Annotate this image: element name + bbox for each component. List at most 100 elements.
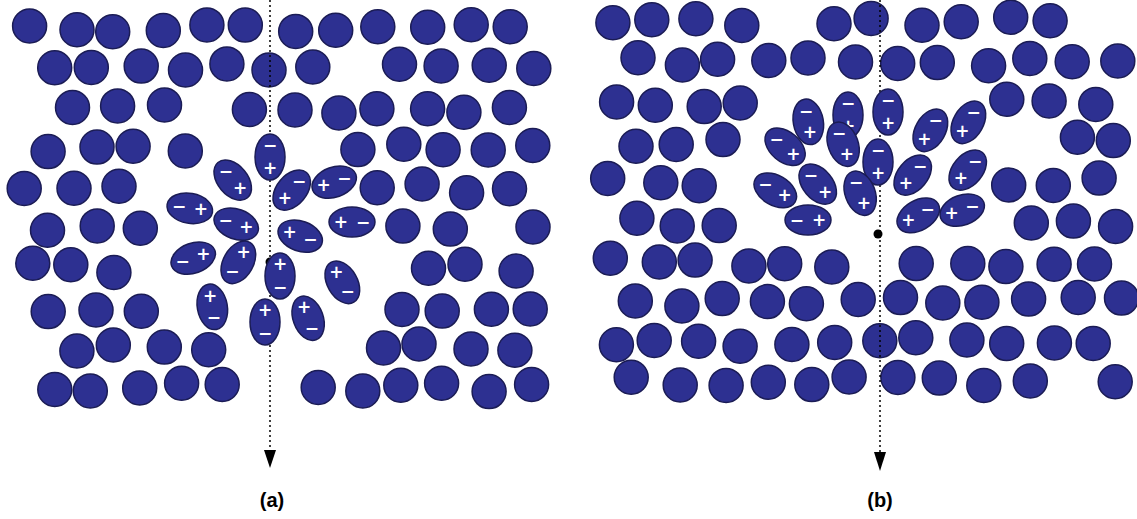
charged-ellipse: +−	[263, 251, 297, 301]
charge-sign: +	[233, 180, 247, 197]
particle	[1056, 204, 1090, 238]
particle	[79, 293, 113, 327]
particle	[665, 289, 699, 323]
particle	[839, 45, 873, 79]
particle	[899, 247, 933, 281]
particle	[516, 129, 550, 163]
charge-sign: +	[263, 160, 277, 177]
charged-ellipse: +−	[327, 205, 377, 239]
ellipse-outline	[209, 202, 262, 246]
particle	[967, 369, 1001, 403]
charged-ellipse: +−	[219, 239, 258, 286]
particle	[1076, 326, 1110, 360]
charge-sign: +	[329, 264, 343, 281]
particle	[1013, 364, 1047, 398]
charged-ellipse: −+	[825, 120, 861, 168]
charge-sign: −	[337, 170, 351, 187]
particle	[165, 366, 199, 400]
charge-sign: −	[799, 103, 813, 120]
particle	[702, 209, 736, 243]
particle	[682, 324, 716, 358]
particle	[80, 130, 114, 164]
charge-sign: +	[334, 214, 348, 231]
particle	[7, 171, 41, 205]
particle	[750, 285, 784, 319]
particle	[102, 169, 136, 203]
charged-ellipse: +−	[195, 282, 230, 332]
particle	[1098, 365, 1132, 399]
charge-sign: −	[871, 142, 885, 159]
axis-line	[879, 0, 881, 454]
particle	[80, 209, 114, 243]
particle	[660, 209, 694, 243]
charged-ellipse: +−	[248, 297, 282, 347]
charge-sign: +	[786, 146, 800, 163]
particle	[499, 254, 533, 288]
charge-sign: −	[225, 263, 239, 280]
particle	[13, 9, 47, 43]
particle	[599, 328, 633, 362]
charge-sign: +	[812, 212, 826, 229]
particle	[450, 176, 484, 210]
particle	[1099, 209, 1133, 243]
particle	[705, 282, 739, 316]
particle	[73, 374, 107, 408]
particle	[513, 292, 547, 326]
charged-ellipse: −+	[949, 99, 988, 146]
particle	[360, 171, 394, 205]
ellipse-outline	[905, 103, 954, 158]
charged-ellipse: −+	[763, 126, 807, 167]
particle	[31, 295, 65, 329]
ellipse-outline	[887, 148, 940, 203]
charge-sign: −	[920, 201, 934, 218]
charged-ellipse: −+	[911, 107, 950, 154]
ellipse-outline	[942, 143, 995, 198]
charge-sign: −	[207, 309, 221, 326]
charged-ellipse: −+	[947, 148, 988, 192]
particle	[644, 166, 678, 200]
particle	[1036, 168, 1070, 202]
charged-ellipse: −+	[797, 162, 838, 206]
ellipse-outline	[193, 282, 231, 333]
charge-sign: −	[968, 153, 982, 170]
charge-sign: +	[196, 246, 210, 263]
particle	[994, 0, 1028, 34]
center-dot	[874, 230, 883, 239]
charge-sign: +	[194, 201, 208, 218]
particle	[147, 330, 181, 364]
ellipse-outline	[317, 255, 366, 310]
particle	[725, 8, 759, 42]
ellipse-outline	[838, 166, 882, 219]
ellipse-outline	[329, 207, 375, 237]
charge-sign: −	[175, 253, 189, 270]
charge-sign: +	[944, 205, 958, 222]
particle	[815, 250, 849, 284]
particle	[621, 41, 655, 75]
ellipse-outline	[935, 188, 988, 232]
particle	[1055, 45, 1089, 79]
particle	[472, 48, 506, 82]
charged-ellipse: +−	[938, 192, 986, 228]
particle	[950, 323, 984, 357]
ellipse-outline	[792, 157, 845, 212]
particle	[146, 13, 180, 47]
charge-sign: +	[239, 219, 253, 236]
charge-sign: −	[928, 112, 942, 129]
particle	[387, 127, 421, 161]
particle	[517, 51, 551, 85]
particle	[367, 331, 401, 365]
panel-label: (a)	[260, 490, 284, 510]
charge-sign: −	[172, 198, 186, 215]
arrow-head	[874, 452, 886, 471]
particle	[789, 287, 823, 321]
particle	[471, 133, 505, 167]
ellipse-outline	[307, 160, 360, 204]
charged-ellipse: −+	[892, 153, 933, 197]
particle	[454, 332, 488, 366]
particle	[148, 88, 182, 122]
particle	[663, 368, 697, 402]
particle	[493, 172, 527, 206]
particle	[386, 209, 420, 243]
ellipse-outline	[207, 153, 260, 208]
particle	[31, 213, 65, 247]
